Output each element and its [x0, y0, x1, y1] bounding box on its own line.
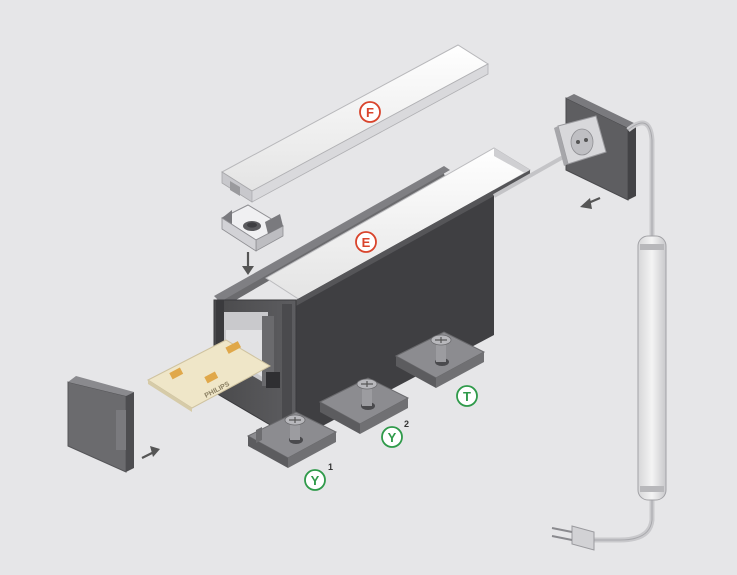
marker-clip-y1-superscript: 1: [328, 462, 333, 472]
mounting-clip-t: [394, 331, 486, 388]
arrow-left-icon: [580, 196, 601, 209]
mounting-clip-y1: [246, 411, 338, 468]
marker-clip-t: T: [456, 385, 478, 407]
marker-cover: F: [359, 101, 381, 123]
marker-profile: E: [355, 231, 377, 253]
marker-clip-y2: Y 2: [381, 419, 409, 448]
power-supply-unit: [637, 235, 667, 501]
marker-clip-t-text: T: [463, 389, 471, 404]
end-cap: [67, 376, 134, 473]
power-cable: [592, 120, 655, 543]
connector-rod: [493, 150, 573, 198]
wall-connector: [554, 94, 636, 201]
aluminium-profile: [213, 147, 531, 441]
marker-clip-y2-superscript: 2: [404, 419, 409, 429]
diffuser-cover: [221, 44, 489, 203]
arrow-right-icon: [141, 446, 160, 459]
mounting-clip-y2: [318, 377, 410, 434]
marker-cover-text: F: [366, 105, 374, 120]
led-strip: PHILIPS: [146, 339, 272, 412]
arrow-down-icon: [242, 252, 254, 275]
marker-clip-y2-text: Y: [388, 430, 397, 445]
end-clip-bracket: [220, 204, 285, 252]
plug: [551, 525, 595, 551]
marker-clip-y1-text: Y: [311, 473, 320, 488]
marker-profile-text: E: [362, 235, 371, 250]
marker-clip-y1: Y 1: [304, 462, 333, 491]
